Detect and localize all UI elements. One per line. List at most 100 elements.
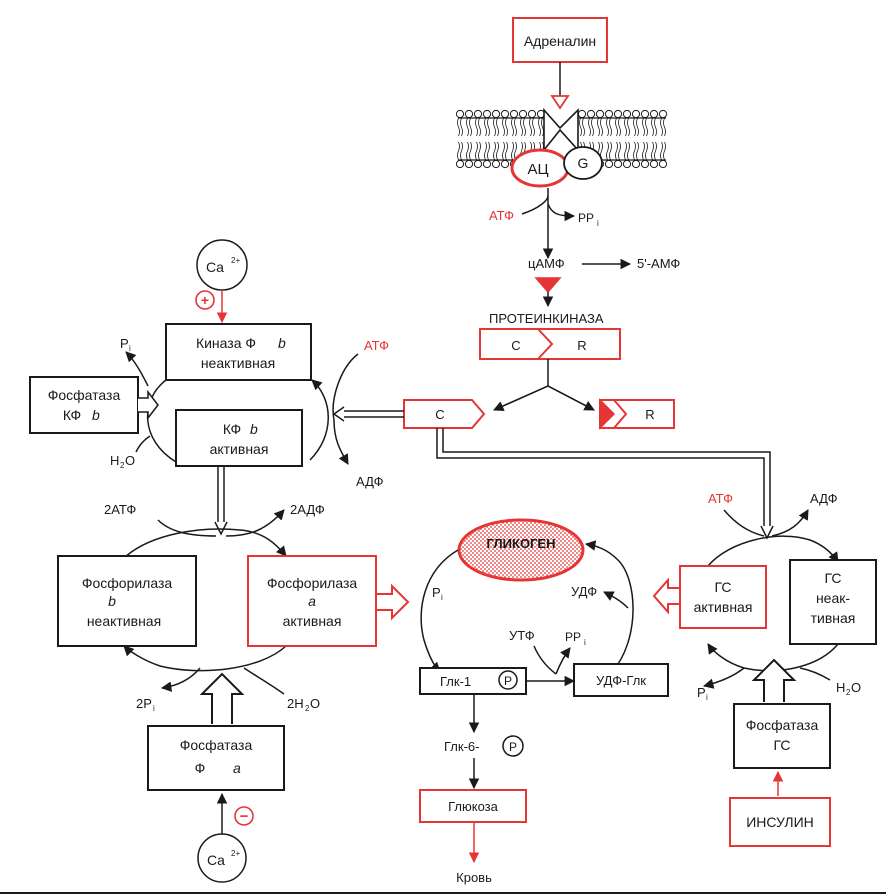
lipid-tail: [529, 117, 535, 137]
pk-c-label: C: [511, 338, 520, 353]
phosphatase-kf-box: Фосфатаза КФ b: [29, 376, 139, 434]
c-to-kf-double-arrow: [332, 406, 404, 422]
adf-gs-curve: [771, 509, 809, 537]
lipid-tail: [475, 117, 481, 137]
2h2o-label: 2H: [287, 696, 304, 711]
proteinkinase-label: ПРОТЕИНКИНАЗА: [489, 311, 604, 326]
h2o-sub-gs: 2: [846, 688, 851, 697]
insulin-box: ИНСУЛИН: [729, 797, 831, 847]
kinase-inactive: неактивная: [201, 355, 275, 371]
lipid-tail: [511, 141, 517, 161]
insulin-label: ИНСУЛИН: [746, 814, 814, 830]
phos-b-b: b: [108, 593, 116, 609]
pi-label-glycogen: P: [432, 585, 441, 600]
gs-inactive-label: ГС: [824, 570, 841, 586]
camp-label: цАМФ: [528, 256, 565, 271]
2atf-curve: [157, 519, 217, 537]
atf-curve: [521, 195, 549, 215]
gs-cycle-bottom: [707, 643, 839, 672]
h2o-label-gs: H: [836, 680, 845, 695]
glucose-label: Глюкоза: [448, 799, 499, 814]
lipid-tail: [651, 117, 657, 137]
pp-subscript-bottom: i: [584, 638, 586, 647]
kf-label: КФ: [223, 421, 241, 437]
plus-icon: [195, 290, 215, 310]
pp-curve: [547, 203, 576, 222]
glk1-box: Глк-1 P: [419, 667, 527, 695]
2pi-subscript: i: [153, 704, 155, 713]
phosphatase-fa-box: Фосфатаза Ф a: [147, 725, 285, 791]
lipid-head: [649, 109, 659, 119]
lipid-head: [482, 109, 492, 119]
lipid-head: [500, 109, 510, 119]
lipid-tail: [466, 141, 472, 161]
phosphatase-kf-label: Фосфатаза: [48, 387, 121, 403]
utf-curve: [533, 645, 557, 675]
h2o-o-gs: O: [851, 680, 861, 695]
pk-r-label: R: [577, 338, 586, 353]
h2o-sub-kf: 2: [120, 461, 125, 470]
adf-out-curve: [333, 419, 349, 465]
phosphatase-fa-label: Фосфатаза: [180, 737, 253, 753]
adf-label-kf: АДФ: [356, 474, 384, 489]
lipid-head: [640, 159, 650, 169]
phos-b-label: Фосфорилаза: [82, 575, 173, 591]
catalytic-subunit: C: [403, 399, 486, 429]
pp-release-curve: [555, 647, 571, 675]
pi-subscript-kf: i: [129, 344, 131, 353]
pi-label-kf: P: [120, 336, 129, 351]
lipid-head: [604, 159, 614, 169]
lipid-head: [658, 159, 668, 169]
gs-inactive-box: ГС неак- тивная: [789, 559, 877, 645]
pi-gs-release-arrow: [702, 667, 745, 689]
phosphatase-fa-f: Ф: [195, 760, 206, 776]
minus-sign: −: [240, 808, 249, 825]
blood-label: Кровь: [456, 870, 492, 885]
adenylate-cyclase: АЦ: [510, 148, 570, 188]
h2o-label-kf: H: [110, 453, 119, 468]
lipid-head: [509, 109, 519, 119]
pp-label-bottom: PP: [565, 630, 581, 644]
lipid-tail: [642, 117, 648, 137]
regulatory-subunit: R: [599, 398, 675, 430]
udp-glk-label: УДФ-Глк: [596, 673, 646, 688]
r-subunit-label: R: [645, 407, 654, 422]
lipid-tail: [660, 141, 666, 161]
gs-activation-arrow-icon: [652, 577, 681, 615]
lipid-tail: [520, 117, 526, 137]
2adf-label: 2АДФ: [290, 502, 325, 517]
lipid-head: [649, 159, 659, 169]
activation-arrow-icon: [534, 277, 562, 294]
gs-active-box: ГС активная: [679, 565, 767, 629]
atf-gs-curve: [723, 509, 765, 537]
atf-label-kf: АТФ: [364, 338, 389, 353]
atf-in-curve: [332, 353, 359, 421]
lipid-head: [604, 109, 614, 119]
h2o-o-kf: O: [125, 453, 135, 468]
kinase-b: b: [278, 335, 286, 351]
gs-cycle-top: [707, 535, 839, 567]
h2o-gs-curve: [799, 667, 831, 681]
lipid-head: [518, 109, 528, 119]
2h2o-in-curve: [243, 667, 285, 695]
lipid-tail: [511, 117, 517, 137]
phosphorylase-b-box: Фосфорилаза b неактивная: [57, 555, 197, 647]
lipid-tail: [579, 117, 585, 137]
minus-icon: [234, 806, 254, 826]
lipid-head: [622, 159, 632, 169]
gs-inactive-l3: тивная: [811, 610, 856, 626]
lipid-head: [500, 159, 510, 169]
lipid-tail: [493, 141, 499, 161]
lipid-head: [586, 109, 596, 119]
atf-label-top: АТФ: [489, 208, 514, 223]
lipid-head: [622, 109, 632, 119]
phosphorylase-a-box: Фосфорилаза a активная: [247, 555, 377, 647]
atf-label-gs: АТФ: [708, 491, 733, 506]
glk1-label: Глк-1: [440, 674, 471, 689]
pk-to-r-arrow: [547, 385, 595, 411]
lipid-tail: [502, 117, 508, 137]
udf-label: УДФ: [571, 584, 597, 599]
lipid-tail: [502, 141, 508, 161]
c-to-gs-double-line: [436, 428, 774, 540]
phosphatase-gs-label: Фосфатаза: [746, 717, 819, 733]
